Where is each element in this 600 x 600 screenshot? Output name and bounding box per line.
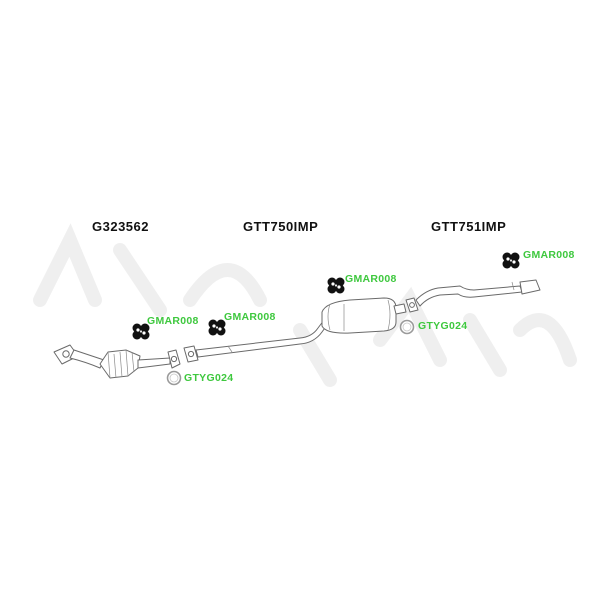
part-label-middle-section[interactable]: GTT750IMP [243,219,318,234]
rear-tail-pipe [415,285,523,307]
ring-gasket-icon [166,370,182,386]
rubber-hanger-icon [208,319,226,336]
rubber-hanger-icon [327,277,345,294]
front-outlet-flange [167,349,181,369]
accessory-label-gasket-2[interactable]: GTYG024 [418,320,467,332]
accessory-label-mount-1[interactable]: GMAR008 [147,315,199,327]
part-label-front-section[interactable]: G323562 [92,219,149,234]
catalytic-converter [99,349,141,379]
rear-hanger-rod [511,281,515,291]
rear-tail-tip [519,279,541,295]
middle-inlet-flange [183,345,199,363]
middle-outlet-pipe [393,303,407,315]
accessory-label-mount-4[interactable]: GMAR008 [523,249,575,261]
rear-section-assembly[interactable] [405,279,541,313]
middle-pipe-hanger-rod [227,345,233,353]
ring-gasket-icon [399,319,415,335]
front-section-assembly[interactable] [53,344,181,379]
front-outlet-pipe [137,357,171,369]
accessory-label-gasket-1[interactable]: GTYG024 [184,372,233,384]
middle-section-assembly[interactable] [183,297,407,363]
middle-silencer [321,297,397,334]
part-label-rear-section[interactable]: GTT751IMP [431,219,506,234]
rubber-hanger-icon [502,252,520,269]
accessory-label-mount-2[interactable]: GMAR008 [224,311,276,323]
rubber-hanger-icon [132,323,150,340]
front-inlet-pipe [69,349,105,369]
accessory-label-mount-3[interactable]: GMAR008 [345,273,397,285]
rear-inlet-flange [405,297,419,313]
